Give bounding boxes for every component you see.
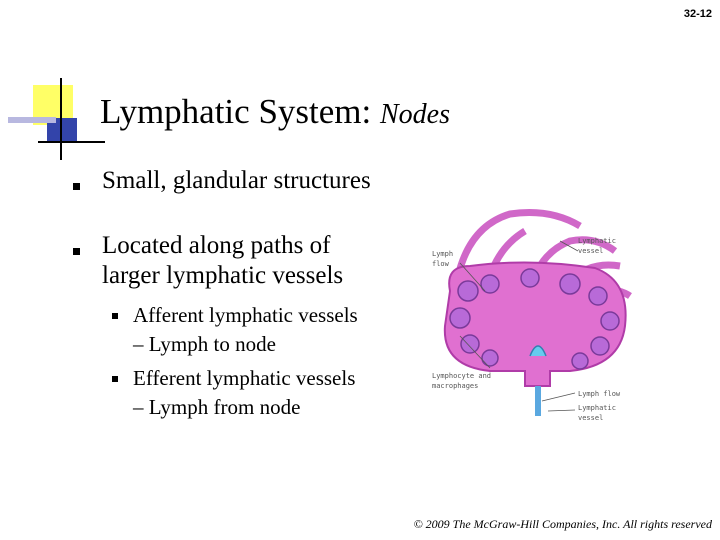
bullet-item: Small, glandular structures (102, 166, 371, 196)
page-title: Lymphatic System: Nodes (100, 92, 450, 132)
slide-number: 32-12 (683, 8, 712, 20)
sub-bullet-line: – Lymph to node (133, 332, 276, 356)
title-italic: Nodes (379, 99, 450, 130)
figure-label: Lymphatic (578, 237, 616, 245)
follicles (449, 268, 620, 370)
bullet-text: Small, glandular structures (102, 167, 371, 194)
bullet-marker (73, 248, 80, 255)
title-decoration (8, 78, 105, 160)
sub-bullet-line: Afferent lymphatic vessels (133, 303, 358, 327)
title-main: Lymphatic System: (100, 92, 372, 131)
sub-bullet-line: Efferent lymphatic vessels (133, 366, 356, 390)
figure-label: Lymphocyte and (432, 372, 491, 380)
bullet-line: Located along paths of (102, 232, 331, 259)
bullet-line: larger lymphatic vessels (102, 262, 344, 289)
leader-lines (459, 240, 579, 412)
deco-bar (8, 117, 56, 123)
sub-bullet-line: – Lymph from node (133, 395, 301, 419)
figure-label: flow (432, 260, 450, 268)
sub-bullet-item: Efferent lymphatic vessels – Lymph from … (133, 364, 355, 422)
figure-label: macrophages (432, 382, 478, 390)
figure-label: Lymph flow (578, 390, 621, 398)
sub-bullet-marker (112, 376, 118, 382)
figure-label: Lymphatic (578, 404, 616, 412)
figure-label: vessel (578, 247, 603, 255)
figure-label: Lymph (432, 250, 453, 258)
lymph-node-illustration: Lymph flow Lymphatic vessel Lymphocyte a… (432, 209, 632, 422)
bullet-item: Located along paths of larger lymphatic … (102, 231, 343, 291)
bullet-marker (73, 183, 80, 190)
sub-bullet-item: Afferent lymphatic vessels – Lymph to no… (133, 301, 358, 359)
copyright-notice: © 2009 The McGraw-Hill Companies, Inc. A… (413, 517, 712, 531)
valve (529, 345, 547, 357)
sub-bullet-marker (112, 313, 118, 319)
figure-label: vessel (578, 414, 603, 422)
